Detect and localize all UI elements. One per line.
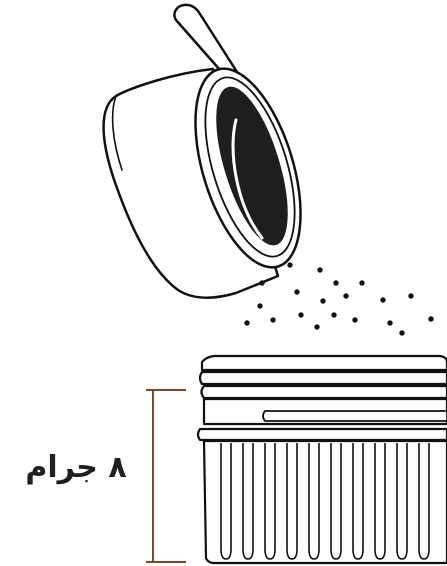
measuring-scoop-icon xyxy=(102,3,302,299)
height-bracket xyxy=(146,389,186,563)
coffee-grains xyxy=(244,262,434,336)
measurement-label: ٨ جرام xyxy=(25,450,127,485)
jar-lid-icon xyxy=(196,354,447,565)
